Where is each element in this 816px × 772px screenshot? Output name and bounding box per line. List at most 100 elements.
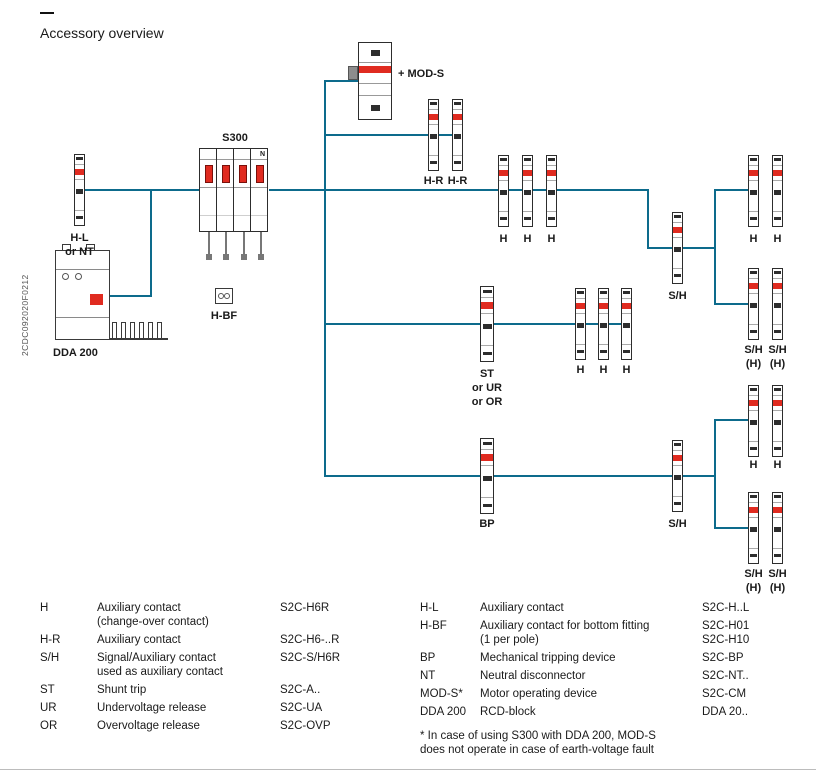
legend-desc: Overvoltage release [97, 720, 200, 733]
device-h-bottom-1 [748, 385, 759, 457]
legend-part: S2C-OVP [280, 720, 331, 733]
legend-code: NT [420, 670, 436, 683]
connector-line [269, 189, 649, 191]
device-h-4 [575, 288, 586, 360]
label-bp: BP [479, 518, 495, 530]
label-st-ur-or: ST or UR or OR [471, 368, 503, 408]
legend-desc: Motor operating device [480, 688, 597, 701]
mod-s-tab [348, 66, 358, 80]
legend-part: S2C-UA [280, 702, 323, 715]
device-h-1 [498, 155, 509, 227]
label-shh-bottom-1: S/H (H) [744, 568, 763, 594]
device-h-r-1 [428, 99, 439, 171]
connector-line-bp [325, 475, 480, 477]
neutral-mark: N [259, 151, 265, 158]
device-shh-top-1 [748, 268, 759, 340]
legend-desc: RCD-block [480, 706, 536, 719]
dda-fin [139, 322, 144, 339]
label-hl-or-nt: H-L or NT [65, 232, 94, 258]
page-bottom-rule [0, 769, 816, 770]
label-s300: S300 [222, 132, 248, 144]
device-shh-bottom-1 [748, 492, 759, 564]
device-h-right-1 [748, 155, 759, 227]
legend-part: S2C-BP [702, 652, 744, 665]
legend-desc: Mechanical tripping device [480, 652, 616, 665]
label-h-right-2: H [773, 233, 782, 245]
legend-desc: Shunt trip [97, 684, 147, 697]
s300-terminal [206, 232, 212, 260]
device-h-right-2 [772, 155, 783, 227]
label-h-5: H [599, 364, 608, 376]
label-sh-bottom: S/H [668, 518, 687, 530]
label-h-r-1: H-R [423, 175, 444, 187]
device-shh-bottom-2 [772, 492, 783, 564]
device-mod-s [358, 42, 392, 120]
connector-line-dda [103, 295, 152, 297]
connector-line [714, 303, 751, 305]
label-h-3: H [547, 233, 556, 245]
legend-desc: Neutral disconnector [480, 670, 586, 683]
connector-line-h-r [325, 134, 455, 136]
label-h-1: H [499, 233, 508, 245]
connector-line-mod-s [325, 80, 358, 82]
legend-desc: Auxiliary contact [480, 602, 564, 614]
legend-code: DDA 200 [420, 706, 467, 719]
device-h-r-2 [452, 99, 463, 171]
device-bp [480, 438, 494, 514]
connector-line [647, 247, 672, 249]
label-h-4: H [576, 364, 585, 376]
dda-fin [112, 322, 117, 339]
device-h-3 [546, 155, 557, 227]
label-h-r-2: H-R [447, 175, 468, 187]
dda-fin [121, 322, 126, 339]
device-sh-top [672, 212, 683, 284]
s300-terminal [223, 232, 229, 260]
label-h-right-1: H [749, 233, 758, 245]
connector-line [683, 247, 716, 249]
dda-base-bar [110, 338, 168, 340]
label-h-bottom-2: H [773, 459, 782, 471]
legend-right: H-L Auxiliary contact S2C-H..L H-BF Auxi… [420, 601, 749, 757]
legend-part: S2C-NT.. [702, 670, 749, 683]
legend-desc: Auxiliary contact (change-over contact) [97, 602, 209, 629]
legend-part: DDA 20.. [702, 706, 749, 719]
connector-line [714, 527, 751, 529]
dda-fin [148, 322, 153, 339]
connector-line-dda [150, 190, 152, 297]
s300-pole [233, 148, 251, 232]
s300-pole [199, 148, 217, 232]
legend-code: OR [40, 720, 58, 733]
dda-fin [130, 322, 135, 339]
connector-branch-top [714, 189, 716, 305]
device-s300-breaker: N [199, 148, 268, 232]
device-h-bottom-2 [772, 385, 783, 457]
legend-left: H Auxiliary contact (change-over contact… [40, 601, 340, 733]
legend-part: S2C-S/H6R [280, 652, 341, 665]
legend-code: H [40, 602, 49, 614]
device-h-5 [598, 288, 609, 360]
legend-desc: Auxiliary contact [97, 634, 181, 647]
device-h-6 [621, 288, 632, 360]
page-title: Accessory overview [40, 25, 164, 41]
connector-line [494, 323, 626, 325]
dda-indicator [75, 273, 82, 280]
legend-code: S/H [40, 652, 60, 665]
legend-code: BP [420, 652, 436, 665]
legend-part: S2C-H6R [280, 602, 330, 614]
legend-desc: Signal/Auxiliary contact used as auxilia… [97, 652, 223, 679]
device-sh-bottom [672, 440, 683, 512]
connector-trunk [324, 80, 326, 477]
label-h-bottom-1: H [749, 459, 758, 471]
connector-line [714, 419, 751, 421]
connector-line [714, 189, 751, 191]
label-sh-top: S/H [668, 290, 687, 302]
document-code: 2CDC092020F0212 [20, 274, 30, 356]
legend-footnote: * In case of using S300 with DDA 200, MO… [420, 730, 656, 757]
legend-code: ST [40, 684, 55, 697]
legend-code: H-BF [420, 620, 447, 633]
label-shh-top-2: S/H (H) [768, 344, 787, 370]
label-mod-s: + MOD-S [398, 68, 445, 80]
s300-pole-neutral: N [250, 148, 268, 232]
dda-fin [157, 322, 162, 339]
